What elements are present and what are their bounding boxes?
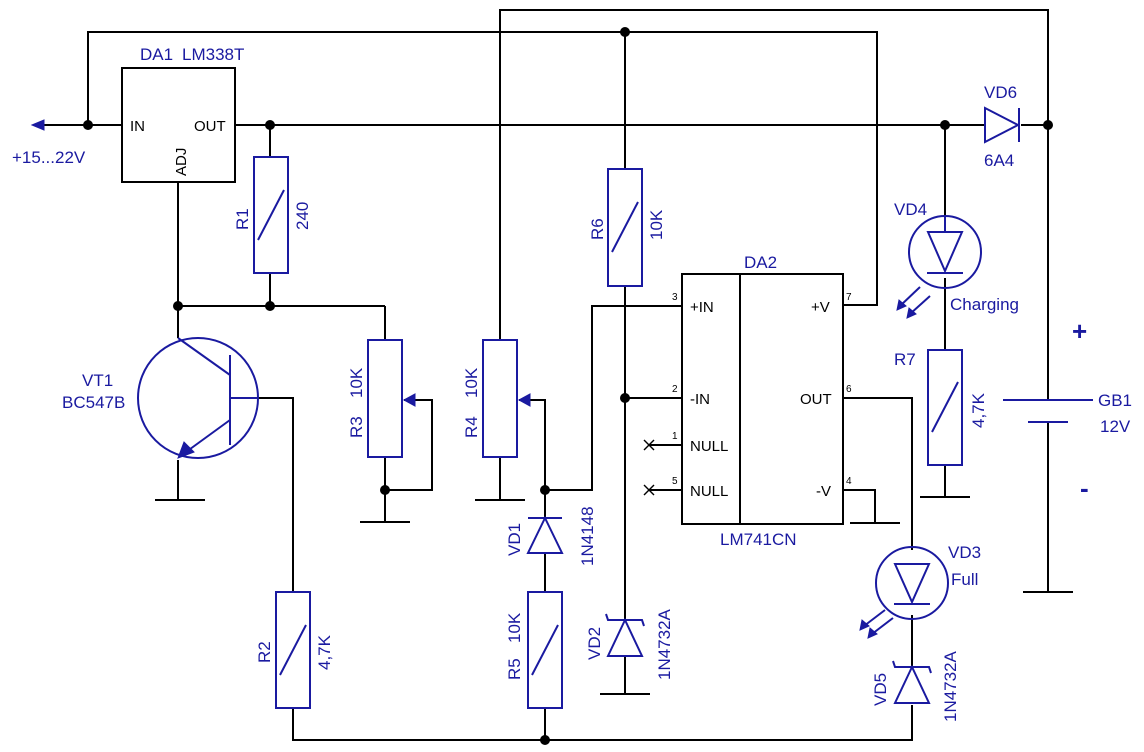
pin-number-4: 4 xyxy=(846,476,852,487)
r3-value: 10K xyxy=(347,367,366,398)
r6-value: 10K xyxy=(647,209,666,240)
r1-ref: R1 xyxy=(233,208,252,230)
pin-in-plus: +IN xyxy=(690,299,714,316)
regulator-part: LM338T xyxy=(182,45,244,64)
r5-value: 10K xyxy=(505,612,524,643)
pin-out: OUT xyxy=(800,391,832,408)
pin-null-1: NULL xyxy=(690,438,728,455)
vd3-ref: VD3 xyxy=(948,543,981,562)
input-voltage-label: +15...22V xyxy=(12,148,86,167)
vd2-ref: VD2 xyxy=(585,627,604,660)
vd5-part: 1N4732A xyxy=(941,650,960,722)
wires xyxy=(44,9,1073,741)
vd6-part: 6A4 xyxy=(984,151,1014,170)
resistor-r4-potentiometer: R4 10K xyxy=(462,339,531,458)
led-vd4: VD4 Charging xyxy=(894,200,1019,319)
resistor-r1: R1 240 xyxy=(233,156,312,274)
no-connect-icon xyxy=(643,439,655,496)
battery-gb1: GB1 12V + - xyxy=(1003,316,1132,503)
resistor-r5: R5 10K xyxy=(505,591,563,709)
resistor-r2: R2 4,7K xyxy=(255,591,334,709)
gb1-ref: GB1 xyxy=(1098,391,1132,410)
r7-value: 4,7K xyxy=(969,392,988,428)
pin-vplus: +V xyxy=(811,299,830,316)
resistor-r7: R7 4,7K xyxy=(894,349,988,466)
regulator-da1: DA1 LM338T IN OUT ADJ xyxy=(121,45,244,183)
input-arrow-icon xyxy=(30,119,45,131)
gb1-voltage: 12V xyxy=(1100,417,1131,436)
regulator-pin-out: OUT xyxy=(194,118,226,135)
junction-dots xyxy=(83,27,1053,745)
r2-value: 4,7K xyxy=(315,634,334,670)
r3-ref: R3 xyxy=(347,416,366,438)
battery-plus-sign: + xyxy=(1072,316,1087,346)
vd1-part: 1N4148 xyxy=(578,506,597,566)
resistor-r6: R6 10K xyxy=(588,168,666,287)
light-emission-icon xyxy=(896,286,931,319)
pin-number-3: 3 xyxy=(672,292,678,303)
pin-null-2: NULL xyxy=(690,483,728,500)
da2-part: LM741CN xyxy=(720,530,797,549)
vd1-ref: VD1 xyxy=(505,523,524,556)
pin-number-7: 7 xyxy=(846,292,852,303)
r6-ref: R6 xyxy=(588,218,607,240)
pin-in-minus: -IN xyxy=(690,391,710,408)
vt1-ref: VT1 xyxy=(82,371,113,390)
pin-number-2: 2 xyxy=(672,384,678,395)
regulator-ref: DA1 xyxy=(140,45,173,64)
r4-value: 10K xyxy=(462,367,481,398)
pin-vminus: -V xyxy=(816,483,831,500)
r4-ref: R4 xyxy=(462,416,481,438)
light-emission-icon xyxy=(859,609,894,639)
diode-vd6: VD6 6A4 xyxy=(984,83,1021,170)
r5-ref: R5 xyxy=(505,658,524,680)
vd4-part: Charging xyxy=(950,295,1019,314)
da2-ref: DA2 xyxy=(744,253,777,272)
vd5-ref: VD5 xyxy=(871,673,890,706)
battery-minus-sign: - xyxy=(1080,473,1089,503)
transistor-vt1: VT1 BC547B xyxy=(62,337,259,459)
vd3-part: Full xyxy=(951,570,978,589)
resistor-r3-potentiometer: R3 10K xyxy=(347,339,416,458)
vd4-ref: VD4 xyxy=(894,200,927,219)
r2-ref: R2 xyxy=(255,641,274,663)
regulator-pin-in: IN xyxy=(130,118,145,135)
diode-vd2-zener: VD2 1N4732A xyxy=(585,608,674,680)
led-vd3: VD3 Full xyxy=(859,543,981,639)
opamp-da2: DA2 LM741CN 3 +IN 2 -IN 1 NULL 5 NULL 7 … xyxy=(643,253,852,549)
vd6-ref: VD6 xyxy=(984,83,1017,102)
regulator-pin-adj: ADJ xyxy=(173,148,190,176)
pin-number-1: 1 xyxy=(672,431,678,442)
r7-ref: R7 xyxy=(894,350,916,369)
pin-number-6: 6 xyxy=(846,384,852,395)
diode-vd5-zener: VD5 1N4732A xyxy=(871,650,960,722)
r1-value: 240 xyxy=(293,202,312,230)
vt1-part: BC547B xyxy=(62,393,125,412)
vd2-part: 1N4732A xyxy=(655,608,674,680)
diode-vd1: VD1 1N4148 xyxy=(505,506,597,566)
pin-number-5: 5 xyxy=(672,476,678,487)
